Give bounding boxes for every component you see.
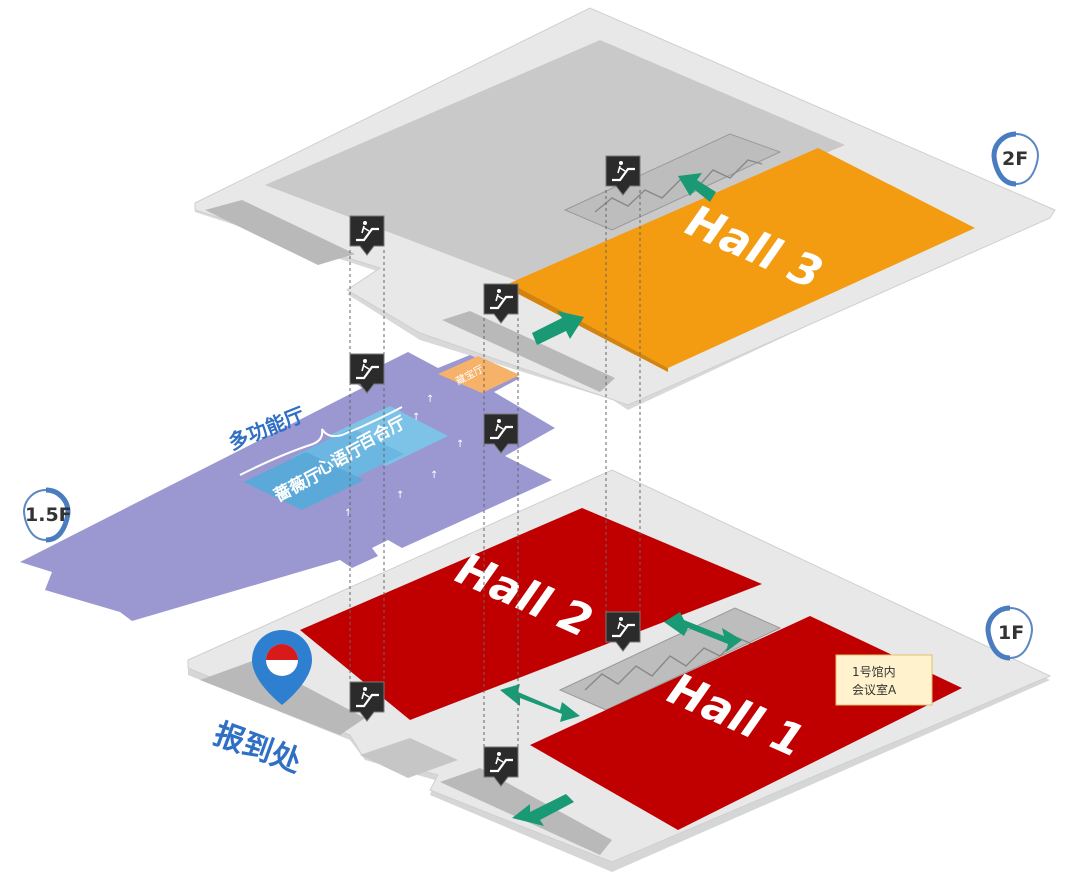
- arrow-icon: [512, 794, 574, 826]
- svg-text:↑: ↑: [396, 490, 404, 501]
- room-qiangwei[interactable]: [244, 452, 364, 510]
- hall-3[interactable]: [510, 148, 975, 368]
- registration-label: 报到处: [209, 717, 306, 781]
- svg-text:↑: ↑: [426, 394, 434, 405]
- arrow-icon: [532, 311, 584, 345]
- floor-2f: Hall 3 2F: [194, 7, 1056, 410]
- svg-text:↑: ↑: [456, 439, 464, 450]
- floor-2f-tag: 2F: [1002, 148, 1028, 170]
- hall-2[interactable]: [300, 508, 762, 720]
- arrow-icon: [664, 612, 742, 652]
- escalator-connectors: [349, 190, 641, 768]
- floor-marker-icon: 1.5F: [23, 487, 72, 543]
- floor-marker-icon: 2F: [991, 131, 1039, 187]
- svg-text:↑: ↑: [344, 508, 352, 519]
- meeting-room-note: 1号馆内 会议室A: [835, 654, 933, 706]
- room-small[interactable]: [438, 356, 520, 393]
- location-pin-icon[interactable]: [252, 630, 312, 705]
- floor-1f: Hall 2 Hall 1 1号馆内 会议室A 1F: [187, 469, 1052, 872]
- floor-1-5f-tag: 1.5F: [25, 504, 72, 526]
- arrow-icon: [678, 173, 716, 202]
- floor-1-5f: 藏宝厅 百合厅 心语厅 蔷薇厅 ↑ ↑ ↑ ↑ ↑ ↑ 多功能厅 1.5F: [20, 352, 555, 621]
- note-line-2: 会议室A: [852, 682, 897, 697]
- arrow-icon: [500, 684, 580, 722]
- floor-1f-tag: 1F: [998, 622, 1024, 644]
- floor-marker-icon: 1F: [985, 605, 1033, 661]
- note-line-1: 1号馆内: [852, 664, 896, 679]
- svg-text:↑: ↑: [430, 470, 438, 481]
- svg-text:↑: ↑: [412, 412, 420, 423]
